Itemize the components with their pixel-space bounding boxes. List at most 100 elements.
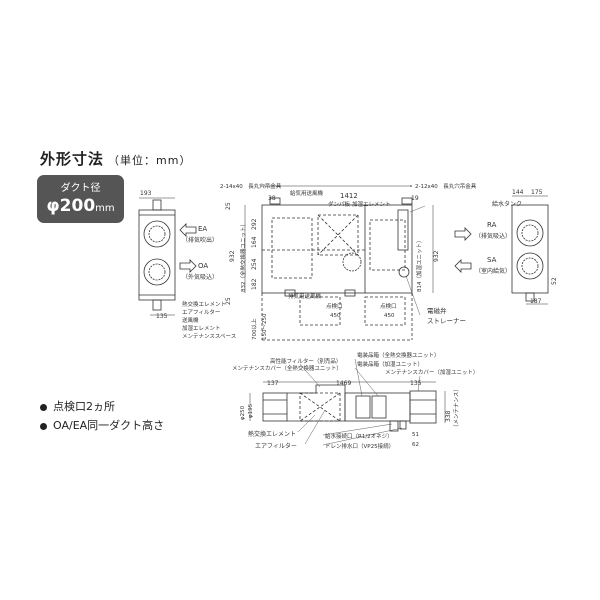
- dim-832: 832（全熱交換器ユニット）: [239, 221, 247, 292]
- inspection-label-2: 点検口: [380, 302, 397, 310]
- inspection-port-1: [299, 296, 341, 326]
- supply-motor-label: 給気用送風機: [290, 189, 324, 197]
- plan-view: [244, 185, 434, 341]
- maint-label-5: メンテナンススペース: [182, 333, 236, 340]
- dim-52: 52: [551, 277, 558, 285]
- dim-187: 187: [530, 298, 542, 305]
- air-filter-label: エアフィルター: [255, 442, 297, 450]
- right-side-view: [511, 195, 549, 305]
- page-title: 外形寸法（単位：mm）: [40, 148, 191, 169]
- dim-814: 814（加湿ユニット）: [415, 238, 423, 293]
- badge-label: ダクト径: [60, 183, 101, 194]
- sa-sub-label: （室内給気）: [475, 267, 511, 275]
- solenoid-valve-label: 電磁弁: [427, 306, 447, 315]
- elec-box-1-label: 電装品箱（全熱交換器ユニット）: [357, 351, 440, 359]
- ra-port-circle: [516, 219, 544, 247]
- dim-254: 254: [251, 258, 258, 270]
- ra-label: RA: [487, 221, 497, 229]
- front-view: [249, 381, 446, 432]
- heat-exch-label: 熱交換エレメント: [248, 430, 296, 438]
- note-item: 点検口2ヵ所: [40, 397, 164, 416]
- right-side-body: [511, 204, 549, 294]
- dim-193: 193: [140, 190, 152, 197]
- front-duct-right: [409, 390, 437, 424]
- dim-135b: 135: [410, 380, 422, 387]
- inspection-port-2: [364, 296, 406, 326]
- drain-tank-label: 給水タンク: [492, 200, 522, 208]
- title-text: 外形寸法: [40, 150, 105, 168]
- maint-label-1: 熱交換エレメント: [182, 300, 226, 308]
- dim-932b: 932: [433, 250, 440, 262]
- dim-25a: 25: [225, 202, 232, 210]
- hepa-label: 高性能フィルター（別売品）: [270, 357, 341, 365]
- ra-arrow-icon: [454, 227, 472, 241]
- elec-box-2-label: 電装品箱（加湿ユニット）: [357, 360, 423, 368]
- main-unit-body: [261, 204, 413, 294]
- drain-outlet-label: ドレン排水口（VP25接続）: [325, 442, 394, 450]
- strainer-label: ストレーナー: [427, 317, 466, 325]
- heat-exchanger-outline: [317, 214, 359, 256]
- humidifier-element-label: 加湿エレメント: [352, 200, 391, 208]
- dim-144: 144: [512, 189, 524, 196]
- dim-932a: 932: [229, 250, 236, 262]
- hanger-right-label: 2-12x40 長丸穴吊金具: [415, 182, 477, 190]
- dim-164: 164: [251, 236, 258, 248]
- dim-450a: 450: [330, 313, 341, 319]
- badge-mm: mm: [95, 203, 115, 214]
- dim-292: 292: [251, 218, 258, 230]
- unit-label: （単位：mm）: [108, 154, 192, 167]
- dim-51: 51: [412, 432, 419, 438]
- front-unit-right: [344, 392, 411, 422]
- sa-arrow-icon: [454, 259, 472, 273]
- elec-box-1: [355, 395, 371, 419]
- note-item: OA/EA同一ダクト高さ: [40, 416, 164, 435]
- dim-1412: 1412: [340, 192, 358, 200]
- badge-value: φ200mm: [37, 196, 124, 216]
- dim-137: 137: [267, 380, 279, 387]
- left-side-view: [138, 197, 176, 316]
- ea-sub-label: （排気吹出）: [182, 236, 218, 244]
- maint-cover-left-label: メンテナンスカバー（全熱交換器ユニット）: [232, 364, 342, 372]
- dim-38: 38: [268, 195, 276, 202]
- maint-label-3: 送風機: [182, 316, 199, 324]
- maint-label-2: エアフィルター: [182, 308, 220, 316]
- oa-sub-label: （外気吸込）: [182, 273, 218, 281]
- bullet-icon: [40, 422, 47, 430]
- dim-700: 700以上: [250, 318, 258, 340]
- solenoid-valve-icon: [398, 266, 410, 278]
- dim-175: 175: [531, 189, 543, 196]
- oa-label: OA: [198, 262, 208, 270]
- dim-338: 338: [445, 410, 452, 422]
- dim-1469: 1469: [336, 380, 351, 387]
- dim-150: 150～250: [262, 313, 268, 340]
- supply-fan-outline: [271, 217, 313, 279]
- water-inlet-label: 給水接続口（R1/2オネジ）: [325, 432, 393, 440]
- left-side-body: [138, 209, 176, 301]
- damper-label: ダンパ板: [328, 200, 351, 208]
- hanger-left-label: 2-14x40 長丸穴吊金具: [220, 182, 282, 190]
- inspection-label-1: 点検口: [326, 302, 343, 310]
- exhaust-motor-label: 排気用送風機: [288, 292, 322, 300]
- dim-phi195: φ195: [248, 403, 254, 418]
- dim-135: 135: [156, 313, 168, 320]
- maint-label-4: 加湿エレメント: [182, 324, 221, 332]
- humidifier-outline: [369, 219, 406, 271]
- duct-diameter-badge: ダクト径 φ200mm: [37, 175, 124, 223]
- dim-182: 182: [251, 278, 258, 290]
- ea-port-circle: [143, 220, 171, 248]
- dim-25b: 25: [225, 297, 232, 305]
- badge-phi: φ200: [46, 196, 96, 216]
- ra-sub-label: （排気吸込）: [475, 232, 511, 240]
- elec-box-2: [371, 395, 387, 419]
- dim-19: 19: [411, 195, 419, 202]
- oa-arrow-icon: [179, 259, 197, 273]
- notes-list: 点検口2ヵ所 OA/EA同一ダクト高さ: [40, 397, 164, 435]
- front-duct-left: [262, 392, 288, 422]
- dim-phi250: φ250: [240, 405, 246, 420]
- oa-port-circle: [143, 258, 171, 286]
- front-heat-exchanger: [299, 392, 341, 422]
- sa-port-circle: [516, 252, 544, 280]
- dim-450b: 450: [384, 313, 395, 319]
- dim-maint-right: （メンテナンス）: [453, 386, 460, 430]
